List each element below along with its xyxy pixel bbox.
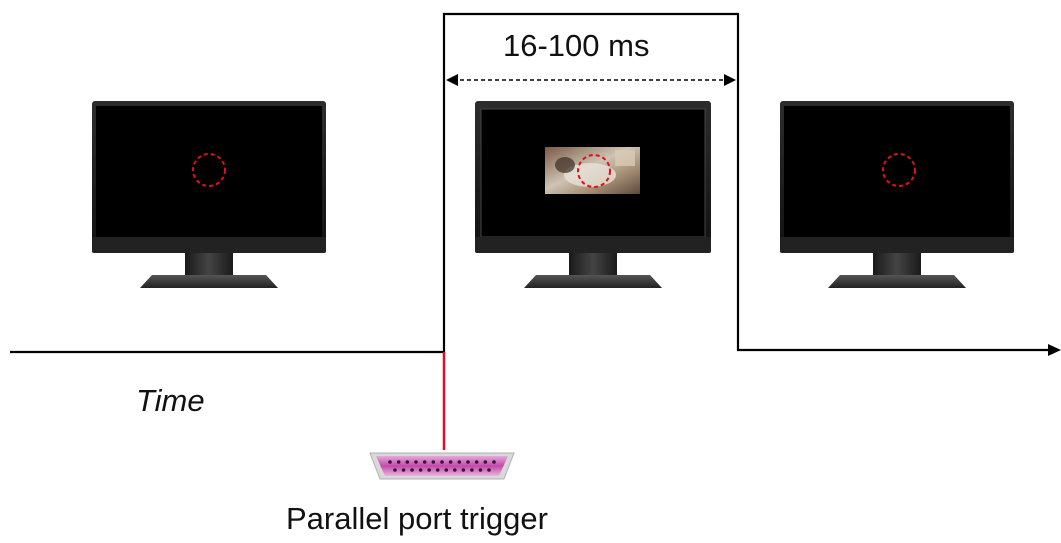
connector-pin [440, 460, 444, 464]
connector-pin [401, 468, 406, 472]
stimulus-image [545, 147, 640, 194]
fixation-circle [577, 154, 611, 188]
monitor-fixation-2 [780, 101, 1014, 288]
connector-pin [427, 468, 431, 472]
trigger-label: Parallel port trigger [286, 501, 548, 536]
connector-pin [470, 468, 474, 472]
connector-pin [414, 460, 418, 464]
connector-pin [448, 460, 453, 464]
connector-pin [466, 460, 470, 464]
monitor-stimulus [475, 101, 711, 288]
connector-pin [405, 460, 410, 464]
connector-pin [435, 468, 440, 472]
connector-pin [474, 460, 479, 464]
double-headed-dashed-arrow-icon [446, 74, 736, 86]
connector-pin [393, 468, 397, 472]
connector-pin [396, 460, 401, 464]
db25-parallel-port-connector-icon [369, 452, 515, 480]
duration-label: 16-100 ms [503, 28, 650, 63]
connector-pin [418, 468, 423, 472]
monitor-fixation-1 [92, 101, 326, 288]
fixation-circle [882, 153, 916, 187]
connector-pin [431, 460, 436, 464]
connector-pin [487, 468, 491, 472]
connector-pin [388, 460, 392, 464]
timeline-arrow [10, 12, 1052, 354]
connector-pin [410, 468, 414, 472]
connector-pin [453, 468, 457, 472]
connector-pin [444, 468, 449, 472]
connector-pin [478, 468, 483, 472]
time-axis-label: Time [136, 383, 205, 418]
connector-pin [483, 460, 488, 464]
connector-pin [461, 468, 466, 472]
connector-pin [492, 460, 496, 464]
connector-pin [422, 460, 427, 464]
connector-pin [457, 460, 462, 464]
fixation-circle [192, 153, 226, 187]
arrow-right-icon [1048, 344, 1061, 356]
